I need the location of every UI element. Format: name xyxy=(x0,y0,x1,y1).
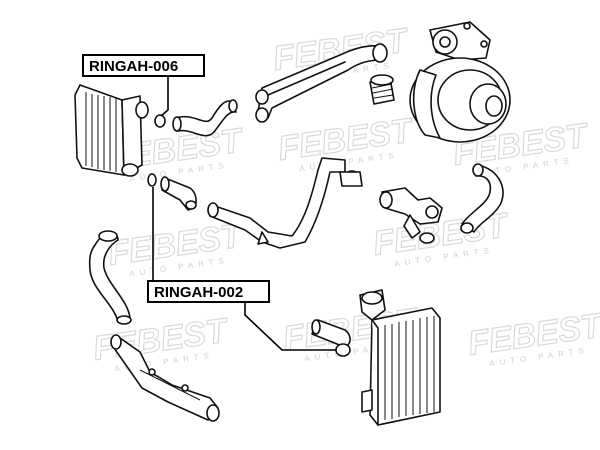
leader-ringah-002-down xyxy=(244,302,336,351)
o-ring-middle xyxy=(147,173,157,187)
pipe-middle xyxy=(207,157,363,249)
flange-housing xyxy=(379,187,443,244)
watermark: FEBEST AUTO PARTS xyxy=(370,206,513,269)
o-ring-top xyxy=(154,114,166,128)
leader-lines xyxy=(152,74,336,351)
hose-top xyxy=(172,99,238,137)
watermark: FEBEST AUTO PARTS xyxy=(450,116,593,179)
filter-small xyxy=(369,74,395,105)
turbocharger xyxy=(409,21,511,143)
pipe-bottom-left xyxy=(110,334,220,422)
part-label-ringah-006: RINGAH-006 xyxy=(82,54,205,77)
leader-ringah-006 xyxy=(160,74,169,117)
part-number-text: RINGAH-002 xyxy=(154,284,243,301)
intercooler-top-left xyxy=(74,84,149,177)
hose-left-long xyxy=(88,230,132,325)
part-number-text: RINGAH-006 xyxy=(89,58,178,75)
pipe-top xyxy=(255,43,388,123)
watermark: FEBEST AUTO PARTS xyxy=(465,306,600,369)
hose-middle-left xyxy=(160,176,197,211)
o-ring-right xyxy=(419,232,435,244)
hose-right xyxy=(460,163,504,234)
intercooler-bottom-right xyxy=(359,289,441,426)
watermark: FEBEST AUTO PARTS xyxy=(105,216,248,279)
part-label-ringah-002: RINGAH-002 xyxy=(147,280,270,303)
o-ring-bottom xyxy=(335,343,351,357)
watermark: FEBEST AUTO PARTS xyxy=(275,111,418,174)
